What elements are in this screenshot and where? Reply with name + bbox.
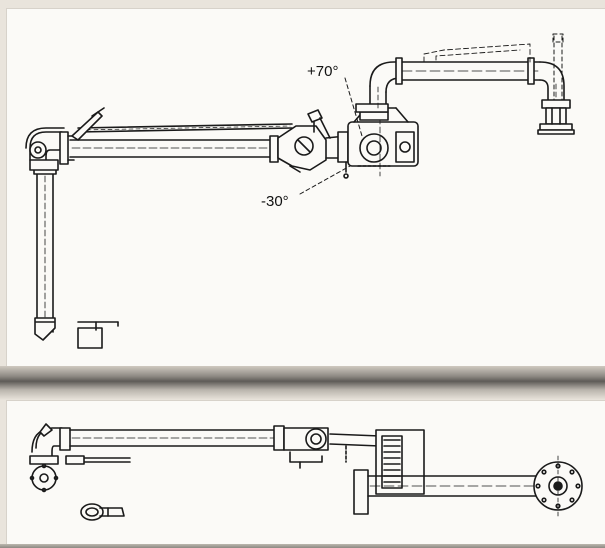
upper-horizontal-pipe	[395, 43, 541, 85]
clamp-tool	[80, 503, 125, 521]
middle-swivel-joint	[277, 109, 331, 173]
angle-down-label: -30°	[261, 193, 289, 210]
plan-swivel-block	[345, 429, 425, 495]
plan-outer-arm	[65, 425, 285, 465]
swivel-support-column	[552, 33, 564, 101]
bottom-edge-band	[0, 544, 605, 548]
plan-lower-pipe	[353, 455, 583, 517]
right-elbow-and-base	[537, 61, 575, 135]
drip-tray	[77, 321, 119, 349]
left-swivel-elbow	[25, 127, 75, 171]
outer-arm-tube	[69, 107, 293, 163]
plan-middle-valve	[283, 427, 381, 469]
angle-indicator-lines	[299, 77, 363, 195]
vertical-drop-pipe	[33, 167, 57, 341]
plan-left-elbow	[29, 423, 71, 493]
side-elevation-drawing: +70° -30°	[25, 33, 575, 349]
plan-view-panel	[6, 400, 605, 545]
side-elevation-panel	[6, 8, 605, 367]
panel-divider-shadow	[0, 366, 605, 400]
coupler-valve-cluster	[347, 107, 419, 177]
angle-up-label: +70°	[307, 63, 338, 80]
